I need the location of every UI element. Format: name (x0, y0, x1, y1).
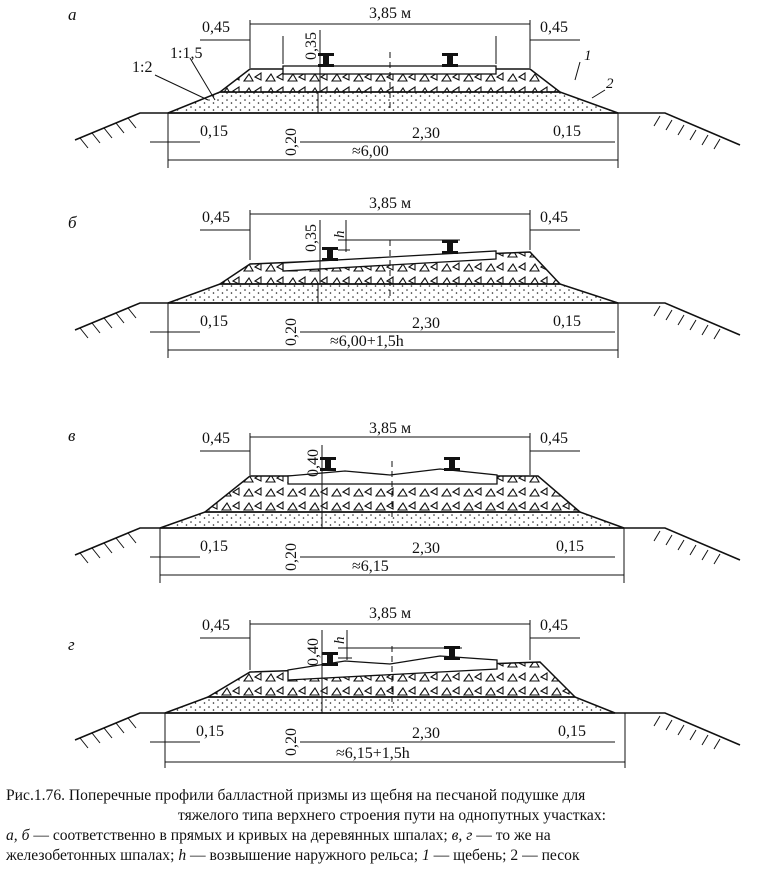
rail-right (442, 53, 458, 67)
rail-left (320, 457, 336, 471)
rail-right (444, 646, 460, 660)
legend-ab-text: — соответственно в прямых и кривых на де… (29, 827, 452, 844)
superelevation-label: h (332, 231, 348, 239)
half-width-label: 2,30 (412, 540, 440, 557)
legend-vg-key: в, г (451, 827, 473, 844)
berm-right-label: 0,15 (553, 313, 581, 330)
berm-left-label: 0,15 (200, 538, 228, 555)
cushion-depth-label: 0,20 (283, 318, 300, 346)
callout-1: 1 (584, 48, 592, 64)
caption-legend-line1: а, б — соответственно в прямых и кривых … (6, 826, 778, 846)
shoulder-left-label: 0,45 (202, 209, 230, 226)
ballast-depth-label: 0,40 (305, 638, 322, 666)
half-width-label: 2,30 (412, 725, 440, 742)
dimension-lines (150, 210, 619, 358)
berm-left-label: 0,15 (196, 723, 224, 740)
rail-right (444, 457, 460, 471)
legend-h-text: — возвышение наружного рельса; (186, 847, 422, 864)
panel-a: а 3,85 м 0,45 0,45 0,35 0,20 1:2 1:1,5 0… (68, 5, 741, 168)
legend-1-text: — щебень; 2 — песок (429, 847, 580, 864)
berm-right-label: 0,15 (553, 123, 581, 140)
top-width-label: 3,85 м (369, 605, 411, 622)
legend-1-key: 1 (421, 847, 430, 864)
panel-letter: в (68, 426, 76, 445)
slope-inner-label: 1:1,5 (170, 45, 202, 62)
rail-left (322, 247, 338, 261)
cushion-depth-label: 0,20 (283, 728, 300, 756)
sand-cushion (164, 696, 616, 714)
ground-hatching (79, 115, 721, 150)
ground-line (74, 112, 741, 146)
legend-line2-start: железобетонных шпалах; (6, 847, 179, 864)
ground-line (74, 302, 741, 336)
half-width-label: 2,30 (412, 315, 440, 332)
berm-left-label: 0,15 (200, 123, 228, 140)
panel-letter: б (68, 213, 77, 232)
legend-ab-key: а, б (6, 827, 30, 844)
figure-caption: Рис.1.76. Поперечные профили балластной … (6, 786, 778, 866)
base-width-label: ≈6,00+1,5h (330, 333, 404, 350)
ballast-depth-label: 0,40 (305, 449, 322, 477)
legend-vg-text: — то же на (472, 827, 551, 844)
base-width-label: ≈6,00 (352, 143, 389, 160)
slope-outer-label: 1:2 (132, 59, 152, 76)
rail-left (322, 652, 338, 666)
dimension-lines (150, 433, 625, 583)
base-width-label: ≈6,15+1,5h (336, 745, 410, 762)
ballast-depth-label: 0,35 (303, 32, 320, 60)
callout-2: 2 (606, 76, 614, 92)
shoulder-right-label: 0,45 (540, 209, 568, 226)
cushion-depth-label: 0,20 (283, 128, 300, 156)
shoulder-right-label: 0,45 (540, 617, 568, 634)
ground-hatching (79, 305, 721, 340)
panel-letter: а (68, 5, 77, 24)
dimension-lines (150, 20, 619, 168)
panel-b: б 3,85 м 0,45 0,45 0,35 h 0,20 0,15 0,15… (68, 195, 741, 358)
berm-left-label: 0,15 (200, 313, 228, 330)
caption-legend-line2: железобетонных шпалах; h — возвышение на… (6, 846, 778, 866)
top-width-label: 3,85 м (369, 195, 411, 212)
shoulder-right-label: 0,45 (540, 19, 568, 36)
shoulder-left-label: 0,45 (202, 430, 230, 447)
caption-title-line2: тяжелого типа верхнего строения пути на … (178, 807, 606, 824)
ground-line (74, 712, 741, 746)
superelevation-label: h (332, 637, 348, 645)
half-width-label: 2,30 (412, 125, 440, 142)
ground-hatching (79, 530, 721, 565)
sand-cushion (167, 283, 619, 304)
dimension-lines (150, 620, 626, 768)
cushion-depth-label: 0,20 (283, 543, 300, 571)
panel-v: в 3,85 м 0,45 0,45 0,40 0,20 0,15 0,15 2… (68, 420, 741, 583)
ballast-depth-label: 0,35 (303, 224, 320, 252)
berm-right-label: 0,15 (556, 538, 584, 555)
shoulder-left-label: 0,45 (202, 19, 230, 36)
sand-cushion (167, 91, 619, 114)
panel-g: г 3,85 м 0,45 0,45 0,40 h 0,20 0,15 0,15… (68, 605, 741, 768)
berm-right-label: 0,15 (558, 723, 586, 740)
caption-title-line1: Рис.1.76. Поперечные профили балластной … (6, 787, 586, 804)
panel-letter: г (68, 635, 75, 654)
ground-hatching (79, 715, 721, 750)
top-width-label: 3,85 м (369, 420, 411, 437)
rail-left (318, 53, 334, 67)
rail-right (442, 240, 458, 254)
top-width-label: 3,85 м (369, 5, 411, 22)
crushed-stone-ballast (217, 68, 563, 93)
base-width-label: ≈6,15 (352, 558, 389, 575)
shoulder-left-label: 0,45 (202, 617, 230, 634)
legend-h-key: h (178, 847, 187, 864)
ground-line (74, 527, 741, 561)
ballast-profiles-drawing: а 3,85 м 0,45 0,45 0,35 0,20 1:2 1:1,5 0… (68, 5, 741, 768)
shoulder-right-label: 0,45 (540, 430, 568, 447)
